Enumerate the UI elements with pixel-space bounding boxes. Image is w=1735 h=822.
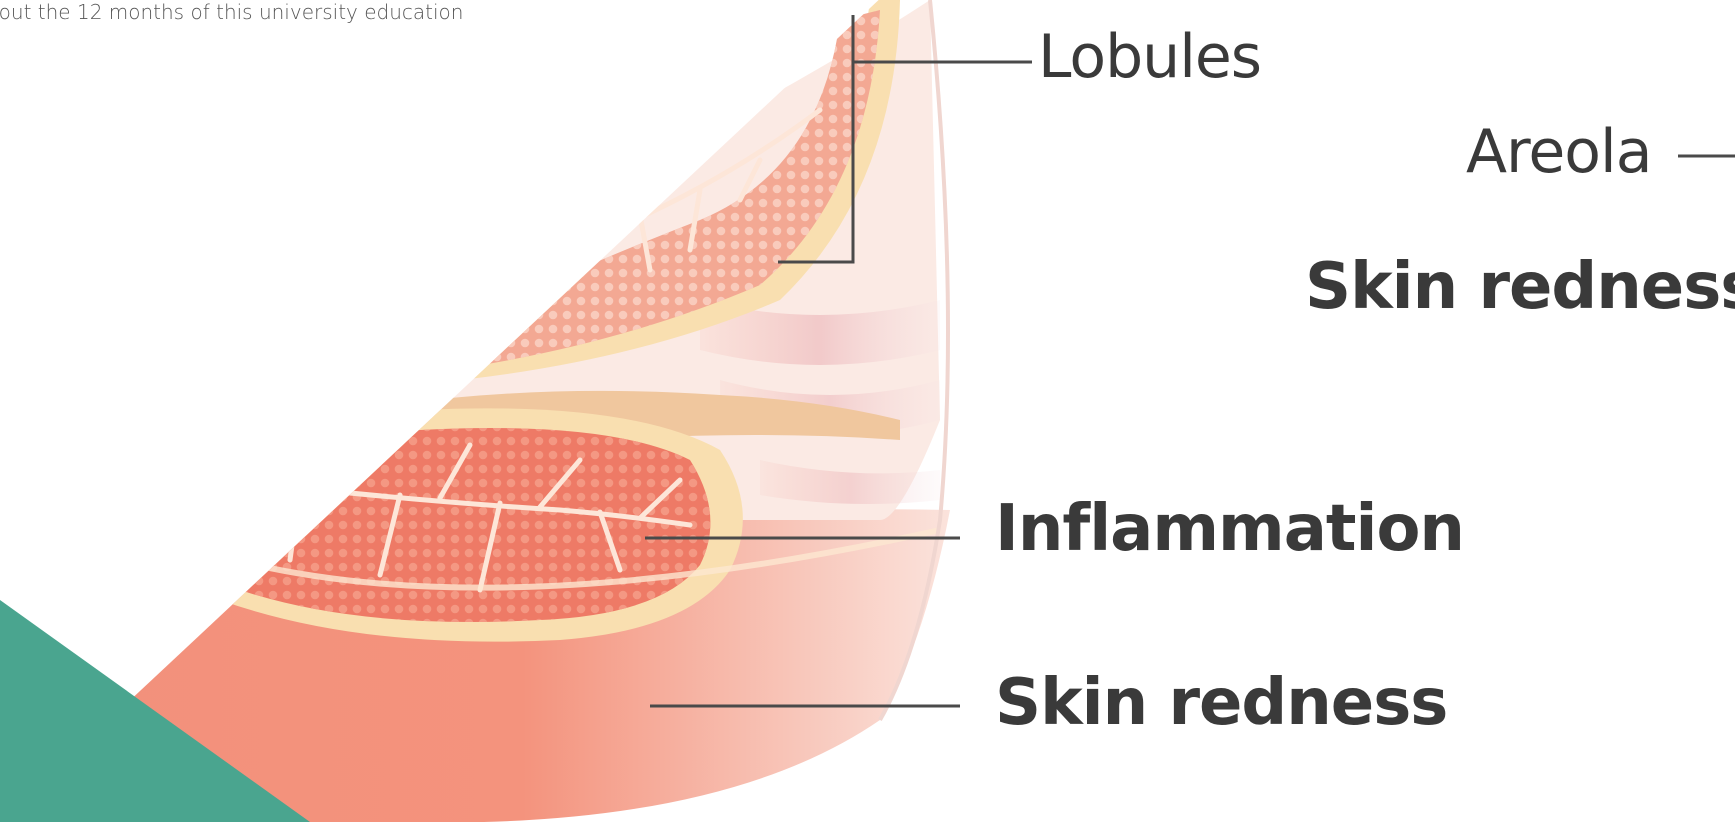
label-lobules: Lobules xyxy=(1038,22,1261,92)
label-areola: Areola xyxy=(1466,117,1651,187)
cross-section xyxy=(0,0,950,822)
label-skin-redness-bottom: Skin redness xyxy=(995,666,1447,740)
label-skin-redness-top: Skin redness xyxy=(1305,250,1735,324)
label-inflammation: Inflammation xyxy=(995,492,1464,566)
